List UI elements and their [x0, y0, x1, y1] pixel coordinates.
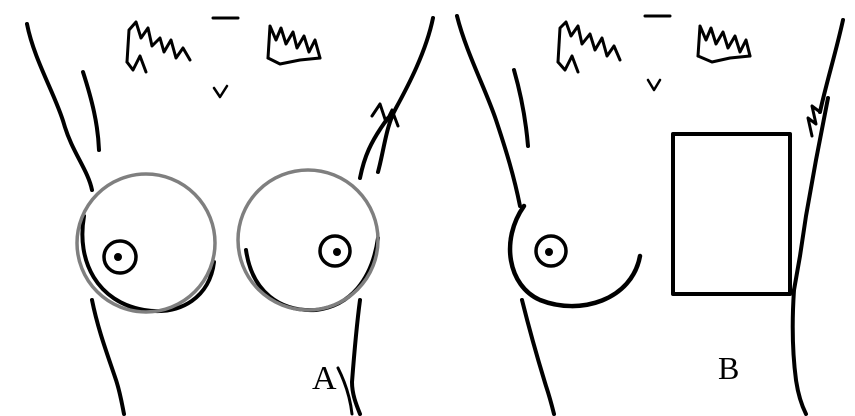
panel-a-right-circle-outline	[238, 170, 378, 310]
panel-a-right-breast	[238, 170, 378, 310]
panel-b	[457, 16, 843, 414]
panel-a-left-breast	[77, 174, 215, 312]
panel-b-torso-outline	[457, 16, 843, 414]
panel-b-breast	[510, 206, 640, 306]
panel-b-rectangle-outline	[673, 134, 790, 294]
panel-a-right-nipple	[333, 248, 341, 256]
panel-a-left-nipple	[114, 253, 122, 261]
panel-a-left-circle-outline	[77, 174, 215, 312]
panel-b-label: B	[718, 352, 739, 384]
panel-a-label: A	[312, 362, 337, 396]
panel-b-neck-lines	[558, 16, 750, 90]
panel-a	[27, 18, 433, 414]
panel-b-nipple	[545, 248, 553, 256]
panel-a-neck-lines	[127, 18, 320, 97]
